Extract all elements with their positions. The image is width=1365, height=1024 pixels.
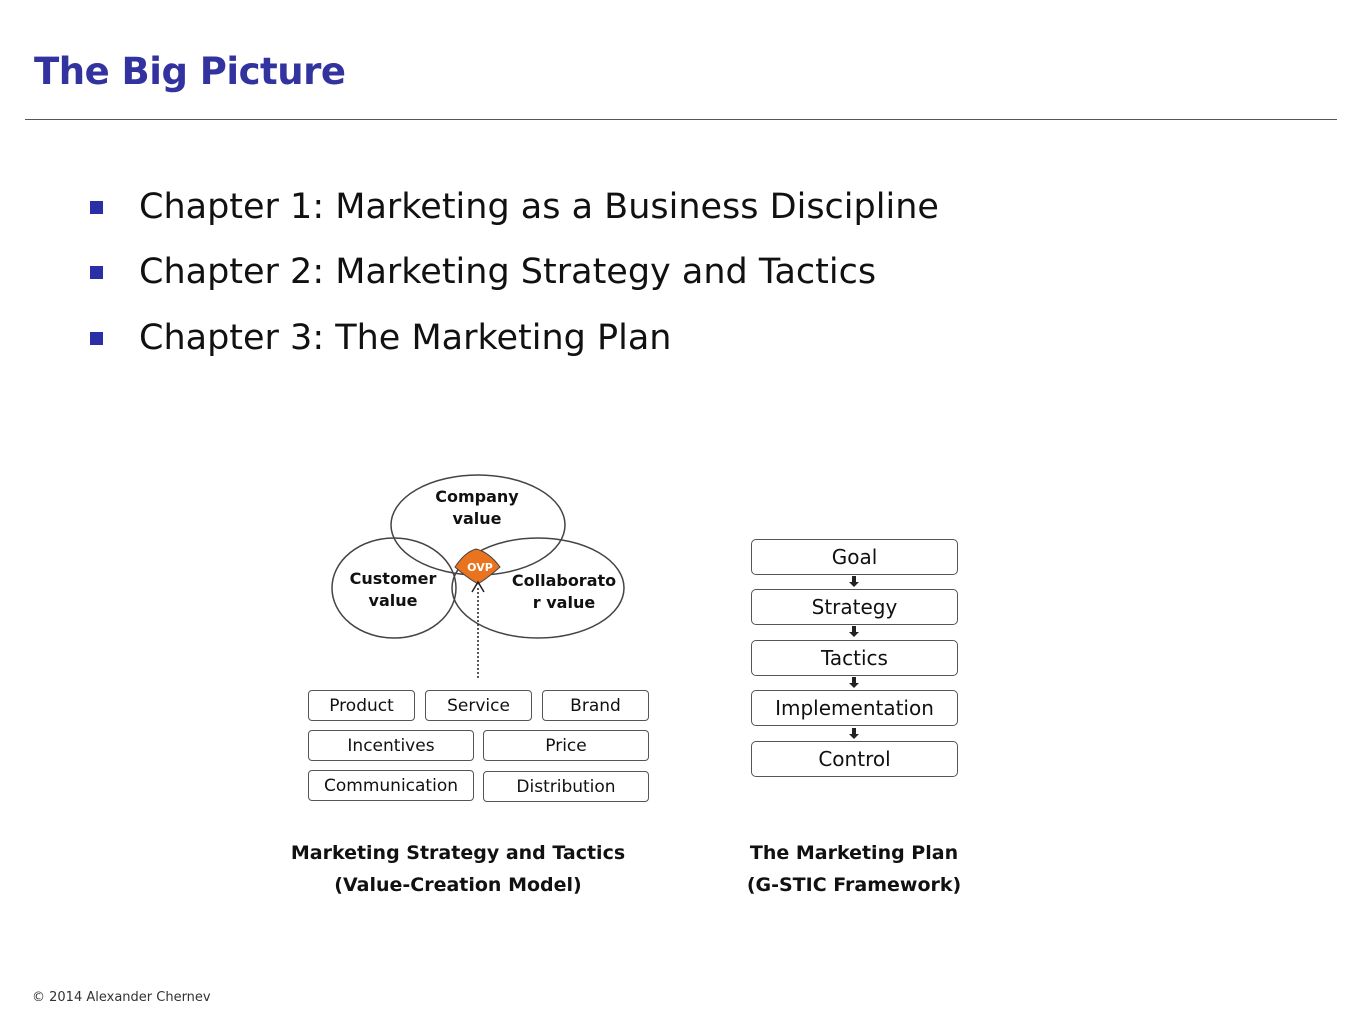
tactic-distribution: Distribution bbox=[483, 771, 649, 802]
bullet-square-icon bbox=[90, 265, 103, 279]
customer-value-label: Customer bbox=[350, 569, 437, 588]
customer-value-circle bbox=[331, 537, 457, 639]
gstic-goal: Goal bbox=[751, 539, 958, 575]
bullet-square-icon bbox=[90, 200, 103, 214]
down-arrow-icon bbox=[849, 626, 859, 637]
company-value-label: value bbox=[453, 509, 502, 528]
page-title: The Big Picture bbox=[34, 50, 346, 93]
gstic-tactics: Tactics bbox=[751, 640, 958, 676]
caption-line: (G-STIC Framework) bbox=[746, 874, 962, 896]
bullet-square-icon bbox=[90, 331, 103, 345]
caption-line: Marketing Strategy and Tactics bbox=[290, 842, 626, 864]
gstic-caption: The Marketing Plan (G-STIC Framework) bbox=[704, 837, 1004, 901]
gstic-implementation: Implementation bbox=[751, 690, 958, 726]
tactic-brand: Brand bbox=[542, 690, 649, 721]
down-arrow-icon bbox=[849, 576, 859, 587]
title-divider bbox=[25, 119, 1337, 120]
customer-value-label: value bbox=[369, 591, 418, 610]
ovp-label: OVP bbox=[467, 561, 493, 574]
chapter-text: Chapter 3: The Marketing Plan bbox=[139, 318, 672, 358]
copyright-footer: © 2014 Alexander Chernev bbox=[32, 990, 211, 1005]
collaborator-value-label: r value bbox=[533, 593, 596, 612]
arrow-head-icon bbox=[471, 580, 485, 593]
collaborator-value-circle bbox=[451, 537, 625, 639]
chapter-item: Chapter 2: Marketing Strategy and Tactic… bbox=[90, 247, 876, 297]
collaborator-value-label: Collaborato bbox=[512, 571, 616, 590]
tactic-service: Service bbox=[425, 690, 532, 721]
tactic-incentives: Incentives bbox=[308, 730, 474, 761]
chapter-text: Chapter 1: Marketing as a Business Disci… bbox=[139, 187, 939, 227]
tactic-product: Product bbox=[308, 690, 415, 721]
chapter-text: Chapter 2: Marketing Strategy and Tactic… bbox=[139, 252, 877, 292]
down-arrow-icon bbox=[849, 728, 859, 739]
caption-line: (Value-Creation Model) bbox=[334, 874, 582, 896]
down-arrow-icon bbox=[849, 677, 859, 688]
tactic-communication: Communication bbox=[308, 770, 474, 801]
value-creation-caption: Marketing Strategy and Tactics (Value-Cr… bbox=[258, 837, 658, 901]
chapter-item: Chapter 3: The Marketing Plan bbox=[90, 313, 672, 363]
chapter-item: Chapter 1: Marketing as a Business Disci… bbox=[90, 182, 939, 232]
ovp-region bbox=[454, 548, 501, 585]
gstic-arrows bbox=[849, 576, 859, 739]
gstic-strategy: Strategy bbox=[751, 589, 958, 625]
company-value-label: Company bbox=[435, 487, 519, 506]
gstic-control: Control bbox=[751, 741, 958, 777]
caption-line: The Marketing Plan bbox=[749, 842, 959, 864]
tactic-price: Price bbox=[483, 730, 649, 761]
